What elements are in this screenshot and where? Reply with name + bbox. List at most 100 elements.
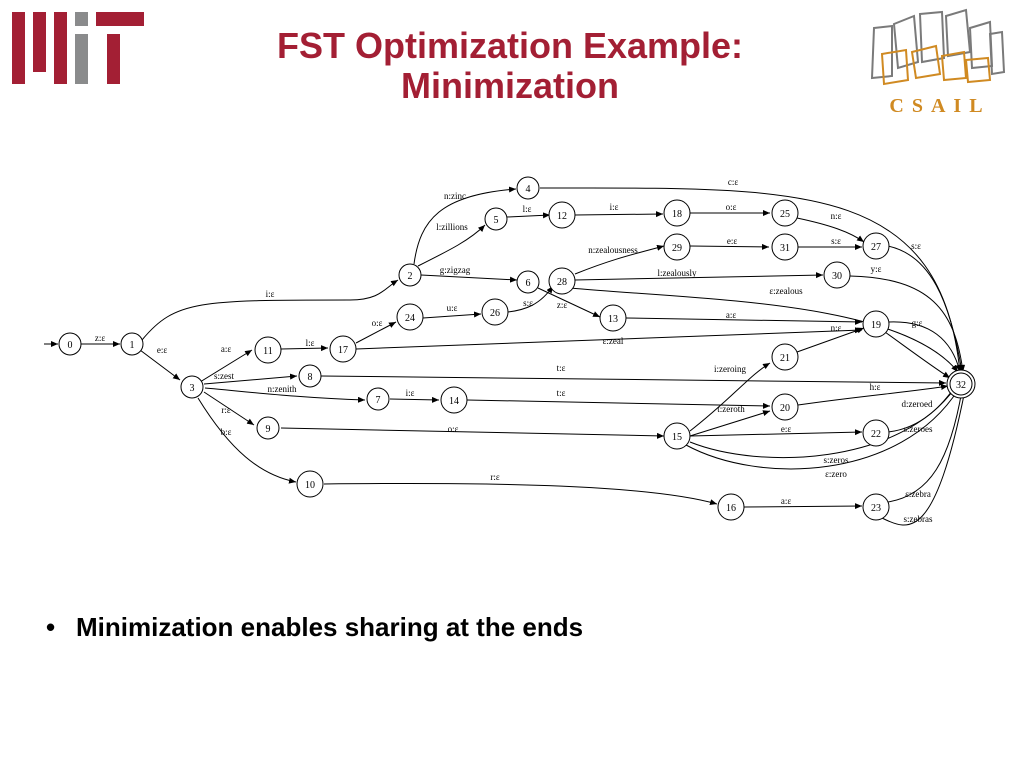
edge-27-32 [887, 245, 964, 373]
arc-label-15-22: e:ε [781, 424, 791, 434]
edge-8-32 [320, 375, 947, 386]
edge-3-11 [199, 349, 253, 383]
edge-28-29 [574, 244, 665, 275]
state-21 [771, 343, 799, 371]
edge-23-32 [887, 389, 964, 503]
arc-label-1-2: i:ε [266, 289, 275, 299]
state-29 [663, 233, 691, 261]
state-label-31: 31 [780, 243, 790, 254]
state-label-7: 7 [376, 395, 381, 406]
arc-label-13-19: a:ε [726, 310, 736, 320]
edge-19-32b [884, 331, 951, 379]
edge-2-6 [420, 274, 518, 283]
bullet-dot: • [46, 612, 56, 642]
state-17 [329, 335, 357, 363]
fst-diagram: 0 1 2 3 4 5 6 7 8 9 10 11 12 13 14 15 16… [44, 176, 976, 526]
fst-arc-labels: z:ε i:ε e:ε n:zinc l:zillions g:zigzag c… [95, 177, 933, 524]
state-label-12: 12 [557, 211, 567, 222]
state-label-27: 27 [871, 242, 881, 253]
state-label-20: 20 [780, 403, 790, 414]
arc-label-1-3: e:ε [157, 345, 167, 355]
state-label-24: 24 [405, 313, 415, 324]
csail-logo-text: CSAIL [889, 95, 990, 117]
state-label-11: 11 [263, 346, 273, 357]
arc-label-16-23: a:ε [781, 496, 791, 506]
state-15 [663, 422, 691, 450]
arc-label-24-26: u:ε [447, 303, 458, 313]
state-label-32: 32 [956, 380, 966, 391]
bullet-text: Minimization enables sharing at the ends [76, 612, 584, 642]
edge-21-19 [796, 327, 865, 353]
state-label-16: 16 [726, 503, 736, 514]
state-4 [516, 176, 540, 200]
state-label-6: 6 [526, 278, 531, 289]
state-label-5: 5 [494, 215, 499, 226]
state-label-1: 1 [130, 340, 135, 351]
bullet-item: • Minimization enables sharing at the end… [46, 612, 946, 643]
title-line-1: FST Optimization Example: [276, 25, 744, 66]
arc-label-2-6: g:zigzag [440, 265, 471, 275]
edge-2-4 [413, 186, 517, 265]
arc-label-7-14: i:ε [406, 388, 415, 398]
state-26 [481, 298, 509, 326]
edge-29-31 [689, 243, 770, 250]
state-label-2: 2 [408, 271, 413, 282]
edge-17-19 [355, 327, 863, 350]
arc-label-3-10: b:ε [221, 427, 232, 437]
state-12 [548, 201, 576, 229]
state-22 [862, 419, 890, 447]
arc-label-30-32: y:ε [871, 264, 882, 274]
arc-label-15-21: i:zeroing [714, 364, 746, 374]
arc-label-15-20: t:zeroth [717, 404, 745, 414]
edge-10-16 [323, 482, 718, 505]
edge-28-32 [569, 287, 959, 373]
arc-label-5-12: l:ε [523, 204, 532, 214]
state-label-3: 3 [190, 383, 195, 394]
edge-15-21 [689, 362, 771, 432]
edge-3-9 [203, 391, 255, 426]
state-19 [862, 310, 890, 338]
state-7 [366, 387, 390, 411]
state-label-0: 0 [68, 340, 73, 351]
arc-label-21-19: n:ε [831, 323, 842, 333]
edge-3-10 [197, 397, 297, 484]
edge-11-17 [280, 345, 329, 352]
arc-label-9-15: o:ε [448, 424, 459, 434]
arc-label-11-17: l:ε [306, 338, 315, 348]
arc-label-10-16: r:ε [490, 472, 499, 482]
arc-label-12-18: i:ε [610, 202, 619, 212]
title-line-2: Minimization [401, 65, 619, 106]
arc-label-3-8: s:zest [214, 371, 234, 381]
edge-1-3 [139, 349, 181, 381]
state-label-25: 25 [780, 209, 790, 220]
arc-label-14-20: t:ε [557, 388, 566, 398]
arc-label-8-32: t:ε [557, 363, 566, 373]
state-label-18: 18 [672, 209, 682, 220]
arc-label-0-1: z:ε [95, 333, 105, 343]
state-label-19: 19 [871, 320, 881, 331]
state-5 [484, 207, 508, 231]
state-3 [180, 375, 204, 399]
state-label-28: 28 [557, 277, 567, 288]
state-label-21: 21 [780, 353, 790, 364]
arc-label-15-32-zeros: s:zeros [824, 455, 849, 465]
arc-label-25-27: n:ε [831, 211, 842, 221]
state-2 [398, 263, 422, 287]
state-30 [823, 261, 851, 289]
state-label-14: 14 [449, 396, 459, 407]
edge-12-18 [574, 211, 664, 218]
state-label-30: 30 [832, 271, 842, 282]
state-label-10: 10 [305, 480, 315, 491]
edge-15-20 [689, 410, 771, 437]
edge-28-30 [574, 272, 824, 281]
state-27 [862, 232, 890, 260]
state-10 [296, 470, 324, 498]
edge-23-32b [881, 389, 967, 526]
arc-label-28-32: ε:zealous [769, 286, 803, 296]
state-label-9: 9 [266, 424, 271, 435]
arc-label-18-25: o:ε [726, 202, 737, 212]
arc-label-27-32: s:ε [911, 241, 921, 251]
state-label-15: 15 [672, 432, 682, 443]
state-14 [440, 386, 468, 414]
state-label-29: 29 [672, 243, 682, 254]
